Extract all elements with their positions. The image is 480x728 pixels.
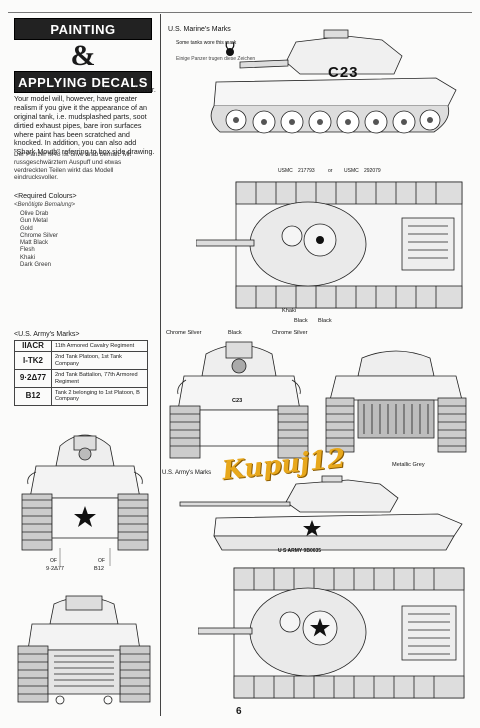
table-row: IIACR 11th Armored Cavalry Regiment (14, 339, 148, 353)
usmc-label-a: USMC (278, 168, 293, 174)
army-tank-rear-view-drawing (17, 595, 151, 705)
marine-note-de: Einige Panzer trugen diese Zeichen (176, 56, 256, 62)
label-black-top: Black (294, 318, 308, 324)
top-rule (8, 12, 472, 13)
marine-tank-rear-view-drawing (325, 350, 467, 453)
army-marks-table: IIACR 11th Armored Cavalry Regiment I-TK… (14, 339, 148, 406)
label-black-mid: Black (228, 330, 242, 336)
colour-item: Gun Metal (20, 218, 48, 225)
colour-item: Dark Green (20, 262, 52, 269)
table-row: 9·2Δ77 2nd Tank Battalion, 77th Armored … (14, 369, 148, 389)
army-tank-side-view-drawing (179, 475, 463, 551)
label-chrome-silver-right: Chrome Silver (272, 330, 308, 336)
colour-item: Gold (20, 225, 33, 232)
marine-note-en: Some tanks wore this mark (176, 40, 237, 46)
mark-code: B12 (14, 387, 52, 406)
front-mark-left: 9·2Δ77 (46, 566, 65, 572)
army-marks-section-heading: U.S. Army's Marks (162, 470, 212, 476)
label-metallic-grey: Metallic Grey (392, 462, 425, 468)
required-colours-heading: <Required Colours> <Benötigte Bemalung> (14, 193, 77, 209)
colour-item: Khaki (20, 254, 36, 261)
label-black-right: Black (318, 318, 332, 324)
column-divider (160, 14, 161, 716)
label-khaki: Khaki (282, 308, 296, 314)
bunny-mark-icon (225, 41, 235, 56)
or-text: or (328, 168, 333, 174)
mark-description: 11th Armored Cavalry Regiment (51, 339, 148, 353)
label-chrome-silver-left: Chrome Silver (166, 330, 202, 336)
section-title-block: PAINTING & APPLYING DECALS (14, 18, 152, 93)
colour-item: Matt Black (20, 240, 49, 247)
army-tank-front-view-drawing (21, 434, 149, 566)
colour-item: Flesh (20, 247, 35, 254)
or-label-right: OF (98, 558, 105, 564)
mark-description: Tank 2 belonging to 1st Platoon, B Compa… (51, 387, 148, 406)
star-insignia-icon (303, 520, 321, 536)
usmc-serial-b: 292079 (364, 168, 381, 174)
front-plate-code: C23 (232, 398, 243, 404)
intro-german: Der Panzer M48 ist olive drab bemalt. Mi… (14, 151, 132, 182)
star-insignia-icon (74, 506, 96, 527)
mark-code: IIACR (14, 339, 52, 353)
title-ampersand: & (70, 39, 96, 72)
required-colours-label-de: <Benötigte Bemalung> (14, 202, 76, 208)
marine-tank-top-view-drawing (196, 181, 463, 309)
title-applying-decals: APPLYING DECALS (14, 71, 152, 93)
colour-item: Olive Drab (20, 211, 49, 217)
army-tank-top-view-drawing (198, 567, 465, 699)
mark-description: 2nd Tank Battalion, 77th Armored Regimen… (51, 369, 148, 389)
usmc-serial-a: 217793 (298, 168, 315, 174)
mark-description: 2nd Tank Platoon, 1st Tank Company (51, 351, 148, 371)
colour-list: Olive Drab Gun Metal Gold Chrome Silver … (20, 211, 58, 269)
front-mark-right: B12 (94, 566, 104, 572)
army-serial: U S ARMY 9B0035 (278, 548, 322, 554)
marine-tank-side-view-drawing (210, 29, 457, 134)
intro-english: Standard colour of M48 is olive drab all… (14, 85, 156, 157)
marine-tank-front-view-drawing (169, 341, 309, 459)
army-marks-heading: <U.S. Army's Marks> (14, 331, 80, 338)
required-colours-label: <Required Colours> (14, 193, 77, 200)
table-row: I-TK2 2nd Tank Platoon, 1st Tank Company (14, 351, 148, 371)
page-number: 6 (236, 706, 242, 717)
colour-item: Chrome Silver (20, 232, 59, 239)
mark-code: I-TK2 (14, 351, 52, 371)
mark-code: 9·2Δ77 (14, 369, 52, 389)
star-insignia-icon (310, 618, 330, 637)
marine-marks-heading: U.S. Marine's Marks (168, 26, 231, 33)
or-label-left: OF (50, 558, 57, 564)
usmc-label-b: USMC (344, 168, 359, 174)
table-row: B12 Tank 2 belonging to 1st Platoon, B C… (14, 387, 148, 406)
title-painting: PAINTING (14, 18, 152, 40)
marine-hull-code: C23 (328, 64, 359, 81)
